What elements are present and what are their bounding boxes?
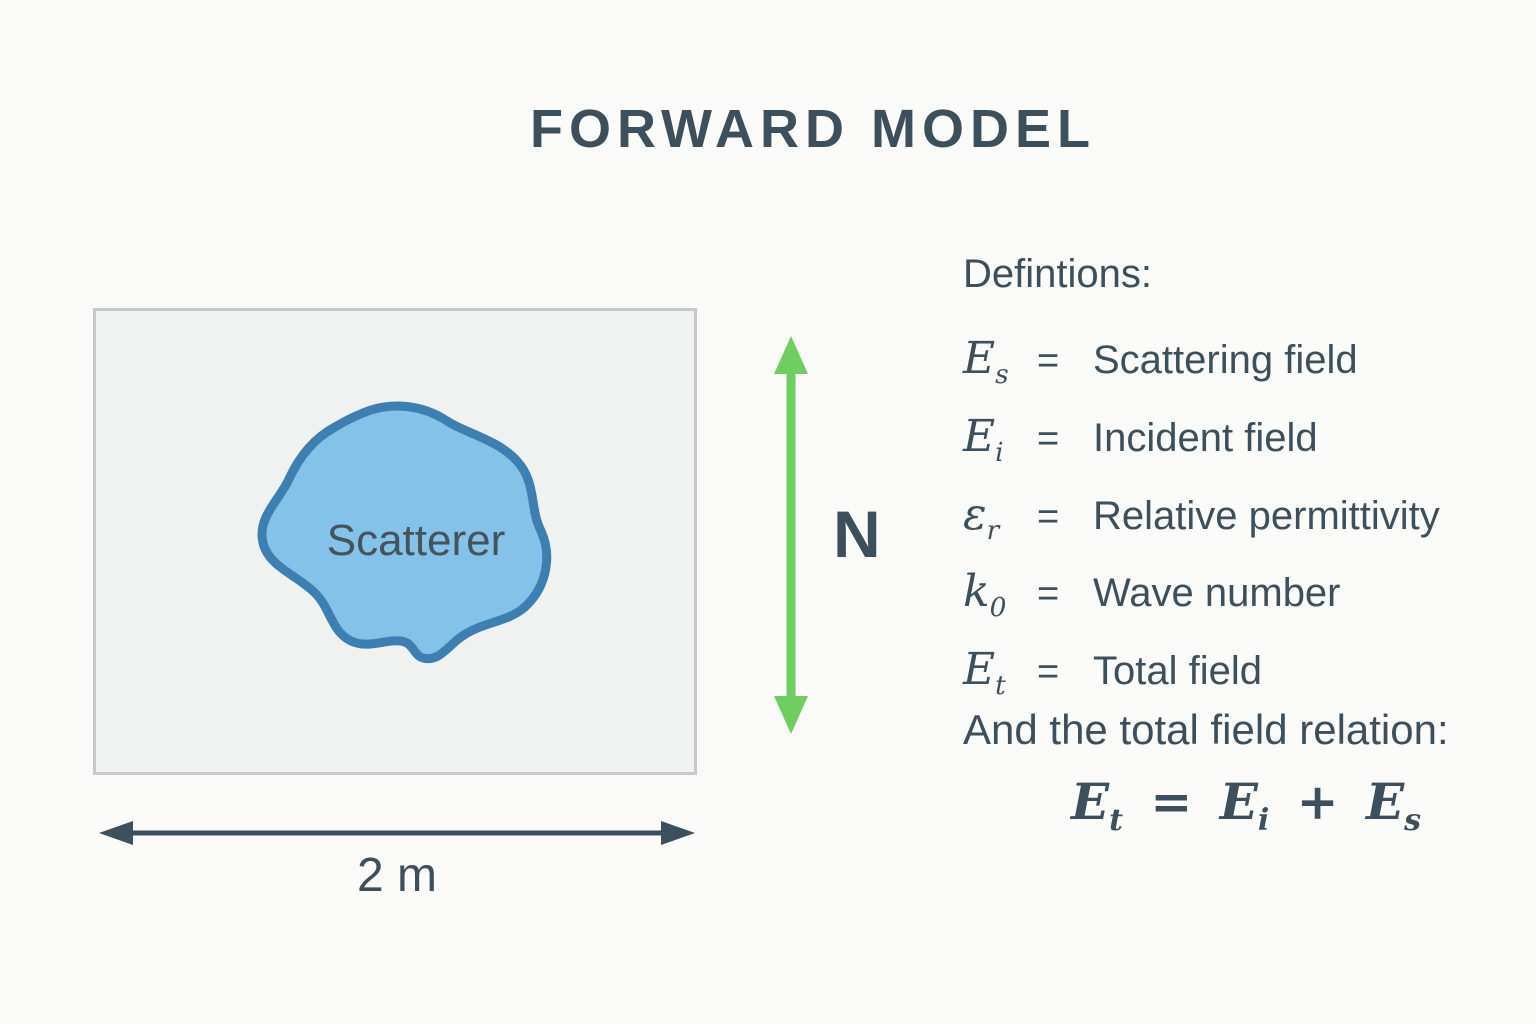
relation-heading: And the total field relation: [963,706,1449,753]
definition-text: Total field [1093,649,1262,694]
equals-sign: = [1037,495,1060,538]
definition-row-total-field: Et = Total field [963,644,1529,701]
symbol-epsilon-r: εr [963,489,1037,546]
symbol-ei-base: E [963,410,996,462]
equation-rhs1-sub: i [1257,803,1270,838]
symbol-es-base: E [963,333,996,384]
symbol-k0-base: k [963,566,990,618]
page-title: FORWARD MODEL [530,99,1096,159]
n-label: N [833,497,881,571]
equals-sign: = [1037,417,1060,460]
scatterer-label: Scatterer [326,516,506,565]
symbol-es-sub: s [995,358,1009,390]
equation-rhs1-base: E [1219,772,1258,831]
equals-sign: = [1037,573,1060,616]
symbol-k0: k0 [963,566,1037,623]
equals-sign: = [1037,651,1060,694]
width-label: 2 m [356,849,437,902]
definition-row-scattering-field: Es = Scattering field [963,333,1529,390]
definition-row-wave-number: k0 = Wave number [963,566,1529,623]
symbol-epsilon-r-sub: r [986,514,1000,546]
equals-sign: = [1037,340,1060,382]
definitions-panel: Defintions: Es = Scattering field Ei = I… [963,252,1529,722]
equation-lhs-sub: t [1109,803,1123,838]
symbol-et-base: E [963,644,996,696]
scatterer-box: Scatterer [93,308,697,775]
definitions-heading: Defintions: [963,252,1152,296]
width-arrow-icon [99,821,695,845]
total-field-equation: Et = Ei + Es [963,772,1529,838]
symbol-et-sub: t [995,669,1006,701]
symbol-k0-sub: 0 [989,592,1007,624]
definition-text: Relative permittivity [1093,493,1440,538]
equation-equals: = [1150,772,1193,831]
equation-rhs1: Ei [1219,772,1270,838]
symbol-ei-sub: i [995,436,1004,468]
definition-text: Wave number [1093,571,1341,616]
scatterer-blob-icon [257,401,552,664]
equation-rhs2: Es [1366,772,1421,838]
symbol-ei: Ei [963,411,1037,468]
symbol-es: Es [963,333,1037,390]
definition-row-relative-permittivity: εr = Relative permittivity [963,489,1529,546]
equation-plus: + [1296,772,1339,831]
equation-lhs: Et [1070,772,1123,838]
symbol-epsilon-r-base: ε [963,488,987,540]
definition-text: Incident field [1093,415,1318,460]
equation-rhs2-sub: s [1404,803,1422,838]
n-height-arrow-icon [774,336,808,734]
definition-text: Scattering field [1093,338,1358,382]
scatterer-blob-shape [257,401,552,664]
equation-lhs-base: E [1070,772,1110,831]
symbol-et: Et [963,644,1037,701]
equation-rhs2-base: E [1366,772,1405,831]
definition-row-incident-field: Ei = Incident field [963,411,1529,468]
